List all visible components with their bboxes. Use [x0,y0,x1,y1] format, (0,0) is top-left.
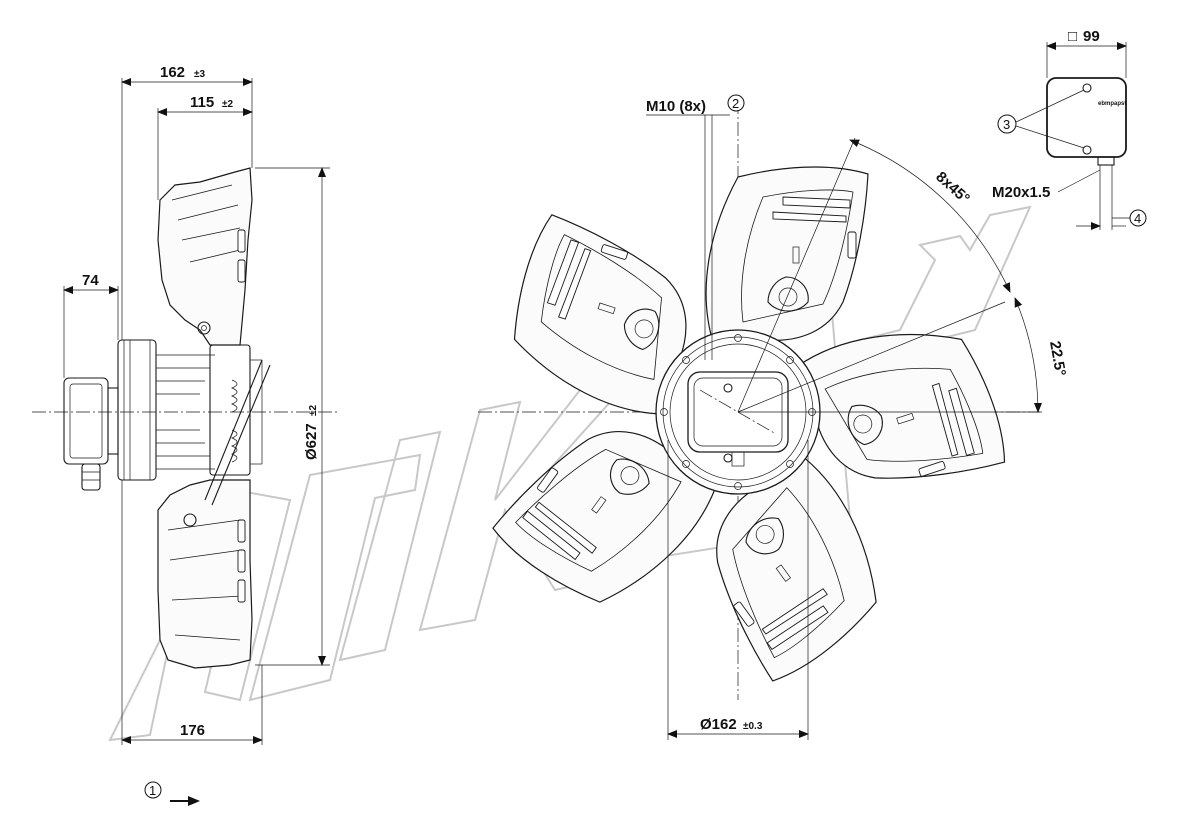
side-terminal-box [63,377,109,465]
mounting-thread-label: M10 (8x) [646,98,706,115]
dim-terminal-box: 74 [82,272,99,289]
callout-4-bubble [1129,209,1147,227]
blade-4 [492,431,718,603]
callout-3-label: 3 [1003,117,1010,132]
blade-2 [796,333,1006,479]
blade-3 [716,453,877,682]
cable-gland [1097,156,1115,166]
side-view [32,167,340,669]
impeller-blades [492,166,1006,682]
side-rotor-hub [209,344,251,476]
brand-plate: ebmpapst [1098,101,1126,107]
side-dimensions: 162 ±3 115 ±2 74 Ø627 ±2 176 [63,64,330,745]
cable-gland-label: M20x1.5 [992,184,1050,201]
callout-1-bubble [144,781,162,799]
terminal-box-detail: □ 99 ebmpapst 3 M20x1.5 4 [992,28,1147,230]
terminal-screw-bottom [1082,145,1092,155]
callout-4-label: 4 [1134,211,1141,226]
terminal-box-body [1046,77,1127,158]
callout-2-bubble [727,94,745,112]
dim-hub-depth-tol: ±2 [222,99,233,110]
side-cable-gland [81,463,101,491]
blade-1 [705,166,869,343]
arrow-right-icon [170,796,200,806]
dim-overall-depth-tol: ±3 [194,69,205,80]
front-view [478,100,1040,700]
callout-2-label: 2 [732,96,739,111]
dim-blade-diameter-tol: ±2 [308,405,319,416]
dim-blade-diameter: Ø627 [303,423,320,460]
callout-1-label: 1 [149,783,156,798]
blade-5 [513,214,687,415]
side-blade-lower [157,479,253,669]
dim-bottom-depth: 176 [180,722,205,739]
dim-hub-diameter: Ø162 [700,716,737,733]
terminal-screw-top [1082,83,1092,93]
square-symbol: □ [1068,28,1077,45]
angle-pattern-label: 8x45° [932,168,973,207]
callout-3-bubble [997,114,1017,134]
angle-offset-label: 22.5° [1046,340,1069,378]
airflow-indicator: 1 [144,781,200,806]
dim-overall-depth: 162 [160,64,185,81]
dim-box-square: 99 [1083,28,1100,45]
dim-hub-depth: 115 [190,94,214,111]
side-blade-upper [157,167,253,346]
dim-hub-diameter-tol: ±0.3 [743,721,763,732]
side-motor-housing [117,339,157,481]
